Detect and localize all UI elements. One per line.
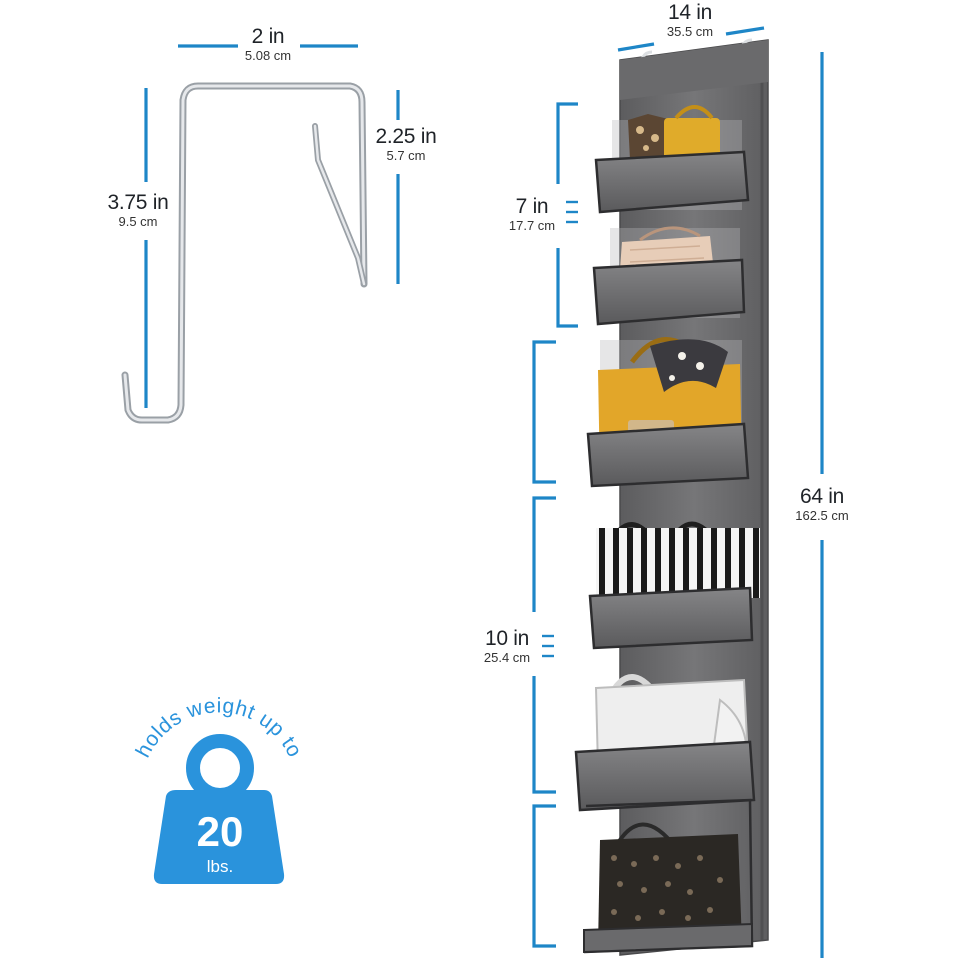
weight-badge: holds weight up to 20 lbs. xyxy=(132,694,307,884)
organizer-width-dimension-line xyxy=(617,26,765,52)
pocket-4 xyxy=(588,521,760,650)
small-pocket-bracket xyxy=(556,102,578,328)
pocket-6 xyxy=(583,798,754,954)
small-pocket-label: 7 in 17.7 cm xyxy=(508,195,556,233)
large-pocket-bracket xyxy=(532,496,556,794)
weight-value: 20 xyxy=(197,808,244,855)
weight-unit: lbs. xyxy=(207,857,233,876)
large-pocket-label: 10 in 25.4 cm xyxy=(483,627,531,665)
hook-height-label: 3.75 in 9.5 cm xyxy=(107,191,169,229)
pocket-2 xyxy=(592,226,746,326)
total-height-label: 64 in 162.5 cm xyxy=(795,485,849,523)
weight-icon xyxy=(153,734,285,884)
pocket-bracket-6 xyxy=(532,804,556,948)
organizer-width-label: 14 in 35.5 cm xyxy=(666,1,714,39)
over-door-hook xyxy=(121,82,368,424)
pocket-3 xyxy=(586,337,750,488)
pocket-5 xyxy=(574,674,756,812)
hook-width-label: 2 in 5.08 cm xyxy=(244,25,292,63)
weight-badge-arc-text: holds weight up to xyxy=(132,694,307,761)
pocket-1 xyxy=(594,105,750,214)
hanging-organizer xyxy=(574,38,769,956)
pocket-bracket-3 xyxy=(532,340,556,484)
hook-depth-label: 2.25 in 5.7 cm xyxy=(375,125,437,163)
